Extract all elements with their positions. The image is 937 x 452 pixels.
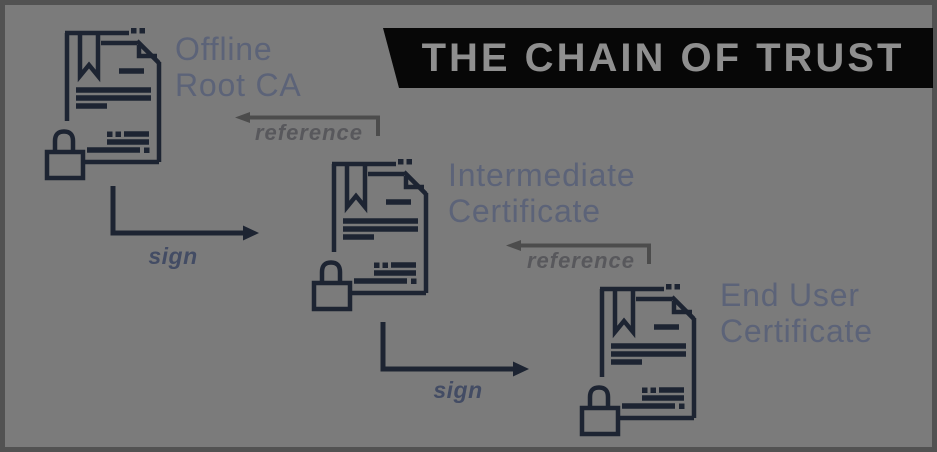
node-label-line: Offline [175,31,273,67]
reference-arrow [235,112,380,136]
sign-arrow-label: sign [433,377,483,403]
node-label-line: End User [720,277,860,313]
node-label-intermediate-certificate: Intermediate Certificate [448,157,635,229]
reference-arrow-label: reference [526,248,636,273]
title-banner: THE CHAIN OF TRUST [383,28,933,88]
reference-arrow-label: reference [254,120,364,145]
node-label-end-user-certificate: End User Certificate [720,277,873,349]
diagram-title: THE CHAIN OF TRUST [421,35,905,80]
node-label-line: Certificate [720,313,873,349]
node-label-line: Certificate [448,193,601,229]
sign-arrow [110,186,259,241]
sign-arrow-label: sign [148,243,198,269]
reference-arrow [506,240,651,264]
node-label-line: Root CA [175,67,302,103]
certificate-lock-icon [578,280,698,438]
node-label-line: Intermediate [448,157,636,193]
sign-arrow [380,322,529,377]
certificate-lock-icon [310,155,430,313]
certificate-lock-icon [43,24,163,182]
node-label-offline-root-ca: Offline Root CA [175,31,302,103]
